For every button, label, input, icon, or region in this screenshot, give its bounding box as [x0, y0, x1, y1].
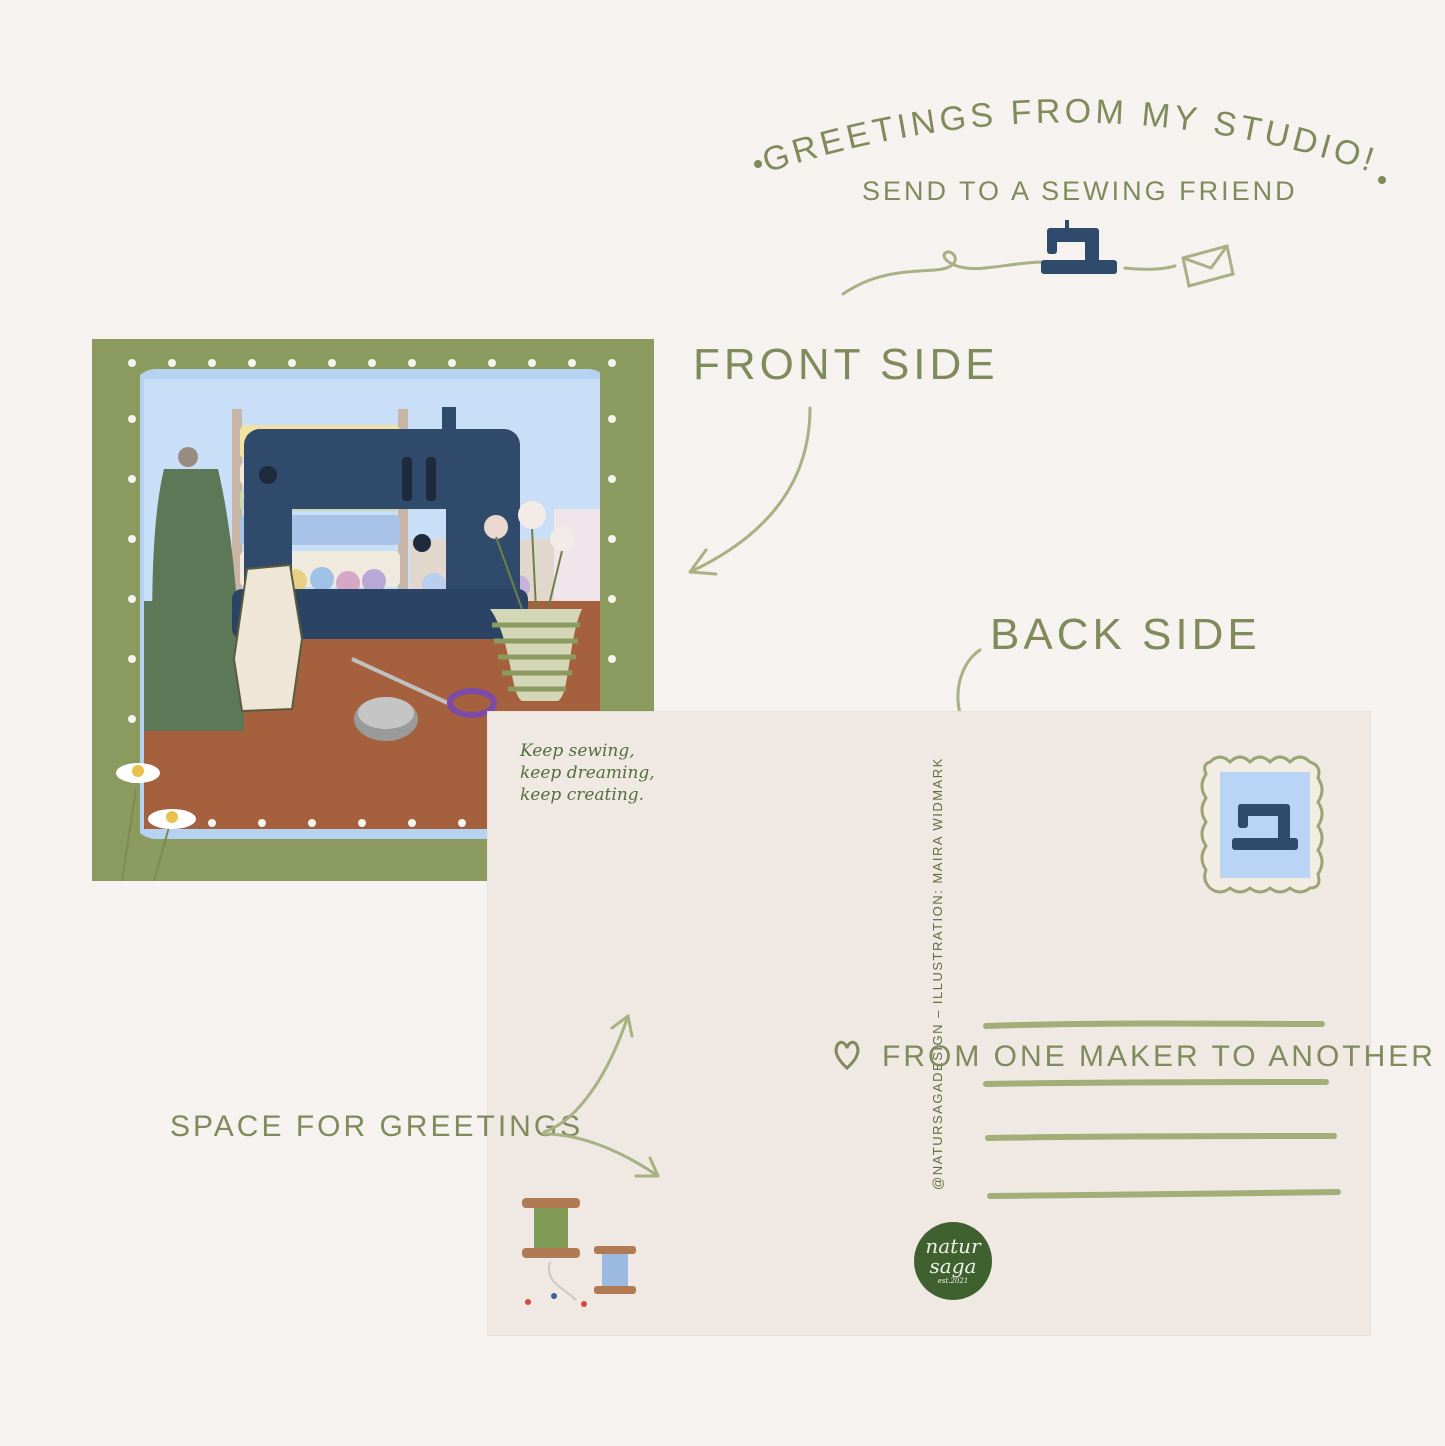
heart-icon: [834, 1040, 860, 1071]
quote-block: Keep sewing, keep dreaming, keep creatin…: [520, 740, 655, 806]
stamp-icon: [1200, 755, 1324, 894]
daisies: [116, 763, 196, 881]
greetings-arrows: [542, 1014, 660, 1178]
header-subtitle: SEND TO A SEWING FRIEND: [862, 176, 1298, 206]
natursaga-logo: natur saga est.2021: [914, 1222, 992, 1300]
logo-top: natur: [925, 1234, 981, 1258]
envelope-icon: [1181, 244, 1235, 288]
footer-text: FROM ONE MAKER TO ANOTHER: [882, 1040, 1436, 1073]
header-title-svg: GREETINGS FROM MY STUDIO!: [754, 92, 1386, 184]
credit-text: @NATURSAGADESIGN – ILLUSTRATION: MAIRA W…: [930, 757, 945, 1190]
space-for-greetings-label: SPACE FOR GREETINGS: [170, 1110, 584, 1143]
logo-bottom: saga: [929, 1254, 977, 1278]
spool-icon: [522, 1198, 636, 1307]
sewing-machine-illustration: [232, 407, 528, 639]
decor-line: [841, 220, 1235, 296]
sewing-machine-icon: [1041, 220, 1117, 274]
quote-line-3: keep creating.: [520, 785, 645, 805]
front-side-label: FRONT SIDE: [693, 340, 999, 389]
quote-line-2: keep dreaming,: [520, 763, 655, 783]
back-card: Keep sewing, keep dreaming, keep creatin…: [488, 712, 1370, 1335]
quote-line-1: Keep sewing,: [520, 741, 635, 761]
header-title: GREETINGS FROM MY STUDIO!: [758, 92, 1383, 180]
address-lines: [983, 1020, 1341, 1199]
logo-small: est.2021: [937, 1277, 969, 1285]
back-side-label: BACK SIDE: [990, 610, 1261, 659]
front-arrow: [688, 406, 812, 576]
